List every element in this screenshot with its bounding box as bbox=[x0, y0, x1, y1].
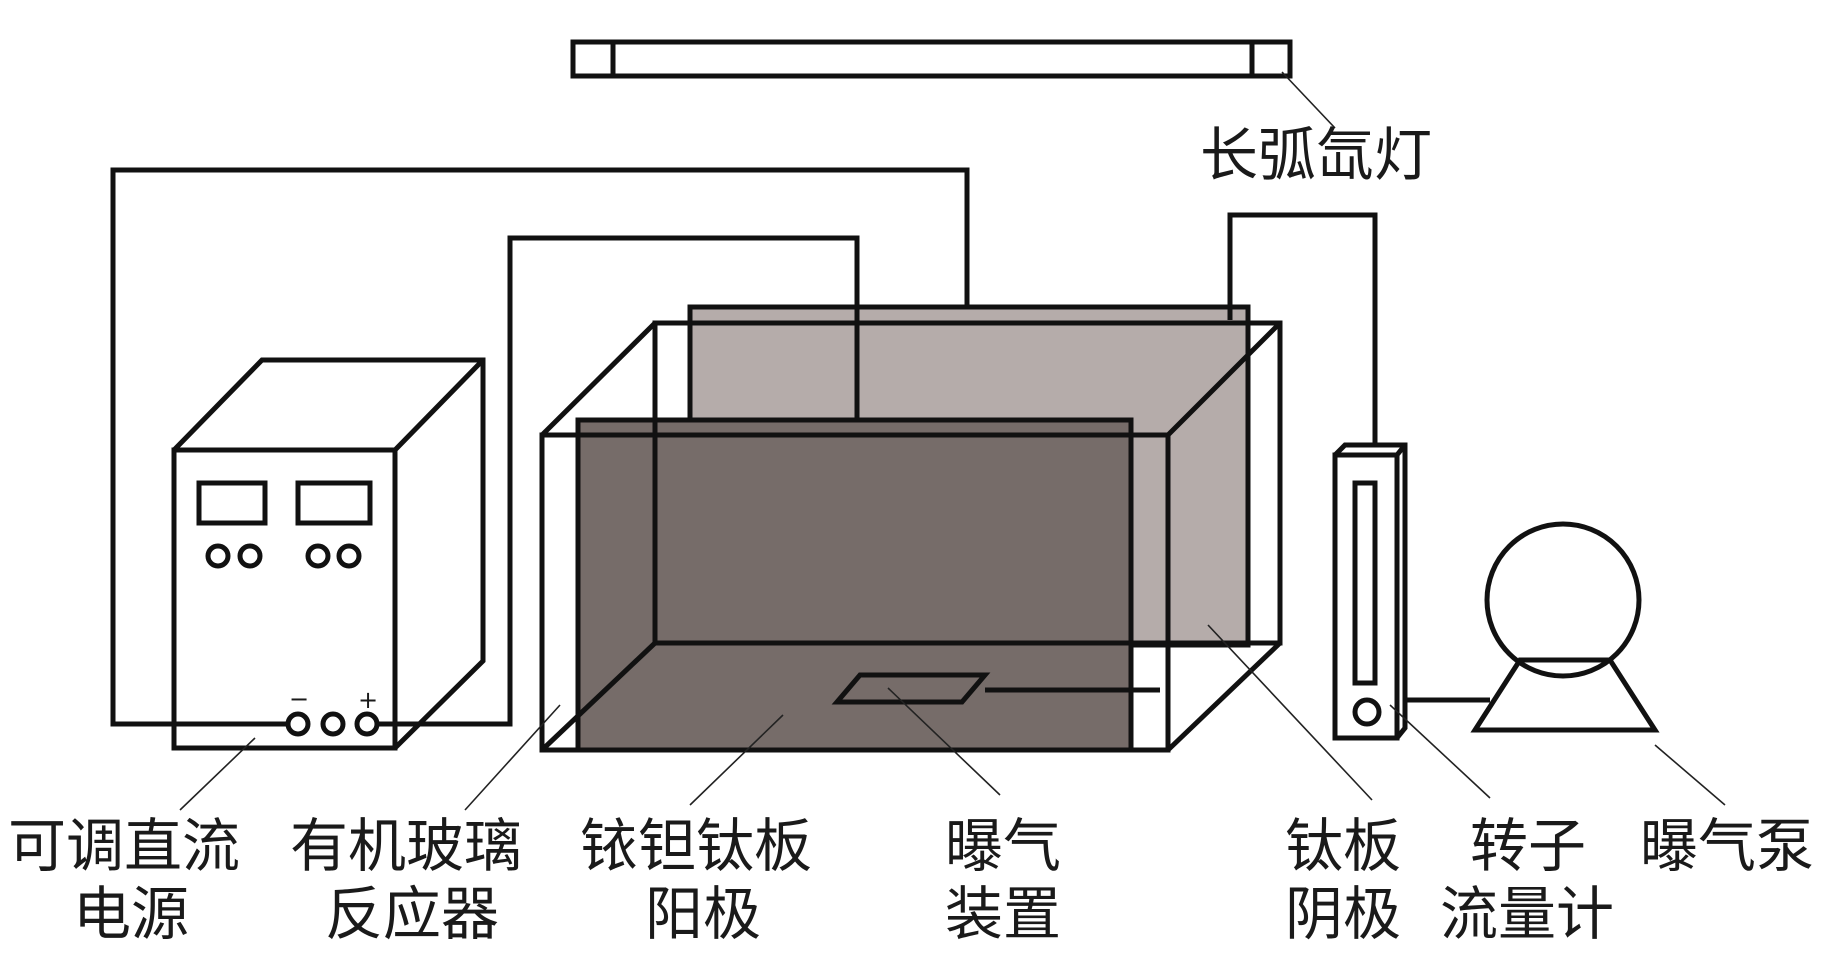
wire-positive-to-anode bbox=[377, 235, 860, 727]
air-hose-to-reactor bbox=[1227, 212, 1378, 445]
terminal-minus bbox=[285, 711, 311, 737]
knob bbox=[305, 543, 331, 569]
terminal-plus bbox=[354, 711, 380, 737]
dc-power-supply bbox=[171, 357, 486, 751]
reactor-box bbox=[539, 320, 1283, 753]
leader-aerator bbox=[887, 687, 1001, 796]
leader-lamp bbox=[1281, 71, 1336, 129]
leader-lines bbox=[179, 71, 1726, 811]
terminal-minus-sign: − bbox=[289, 685, 309, 713]
label-cathode-line2: 阴极 bbox=[1285, 880, 1401, 948]
leader-cathode bbox=[1207, 624, 1373, 801]
rotameter bbox=[1332, 442, 1408, 741]
knob bbox=[237, 543, 263, 569]
rotameter-float bbox=[1352, 697, 1382, 727]
label-power-line2: 电源 bbox=[73, 880, 189, 948]
display-left bbox=[196, 480, 268, 526]
terminal-plus-sign: + bbox=[358, 686, 378, 714]
label-aeration-pump: 曝气泵 bbox=[1640, 812, 1814, 880]
label-aerator-line2: 装置 bbox=[945, 880, 1061, 948]
display-right bbox=[295, 480, 373, 526]
leader-reactor bbox=[464, 704, 561, 811]
rotameter-tube bbox=[1352, 480, 1378, 686]
terminal-middle bbox=[320, 711, 346, 737]
knob bbox=[336, 543, 362, 569]
knob bbox=[205, 543, 231, 569]
label-power-line1: 可调直流 bbox=[8, 812, 240, 880]
aeration-pump bbox=[1470, 521, 1660, 733]
label-anode-line1: 铱钽钛板 bbox=[580, 812, 812, 880]
leader-power bbox=[179, 737, 256, 811]
label-flowmeter-line1: 转子 bbox=[1470, 812, 1586, 880]
label-flowmeter-line2: 流量计 bbox=[1440, 880, 1614, 948]
leader-pump bbox=[1654, 744, 1726, 806]
aerator-plate bbox=[831, 672, 991, 705]
leader-flowmeter bbox=[1389, 704, 1491, 799]
wire-negative-to-cathode bbox=[110, 167, 970, 727]
label-reactor-line2: 反应器 bbox=[325, 880, 499, 948]
leader-anode bbox=[689, 714, 784, 806]
xenon-lamp bbox=[570, 39, 1293, 79]
label-reactor-line1: 有机玻璃 bbox=[290, 812, 522, 880]
anode-plate bbox=[575, 417, 1134, 753]
label-xenon-lamp: 长弧氙灯 bbox=[1200, 121, 1432, 189]
label-anode-line2: 阳极 bbox=[645, 880, 761, 948]
label-cathode-line1: 钛板 bbox=[1285, 812, 1401, 880]
label-aerator-line1: 曝气 bbox=[945, 812, 1061, 880]
